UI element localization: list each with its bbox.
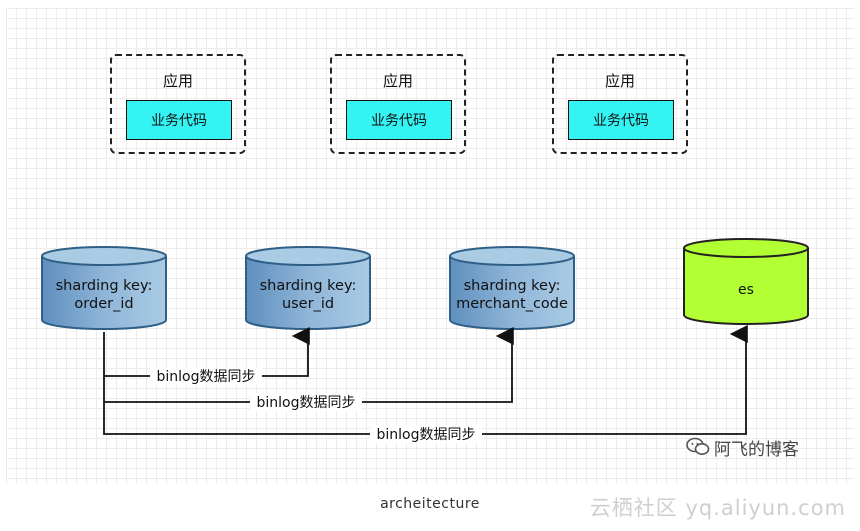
wechat-account-watermark: 阿飞的博客 bbox=[686, 434, 799, 460]
diagram-svg: sharding key: order_id sharding key: use… bbox=[41, 238, 809, 443]
db-label-line2: merchant_code bbox=[456, 296, 568, 312]
db-label-line2: user_id bbox=[282, 296, 334, 312]
business-code-box: 业务代码 bbox=[126, 100, 232, 140]
db-label-es: es bbox=[738, 282, 754, 298]
diagram-canvas: 应用 业务代码 应用 业务代码 应用 业务代码 sharding key: or… bbox=[6, 8, 854, 484]
database-es: es bbox=[683, 238, 809, 325]
wechat-icon bbox=[686, 437, 710, 455]
db-label-line1: sharding key: bbox=[56, 278, 153, 294]
sync-label-user: binlog数据同步 bbox=[157, 369, 256, 385]
app-box-2: 应用 业务代码 bbox=[330, 54, 466, 154]
db-label-line2: order_id bbox=[74, 296, 133, 312]
business-code-box: 业务代码 bbox=[346, 100, 452, 140]
site-watermark: 云栖社区 yq.aliyun.com bbox=[589, 496, 846, 520]
database-merchant: sharding key: merchant_code bbox=[449, 246, 575, 330]
sync-label-merchant: binlog数据同步 bbox=[257, 395, 356, 411]
business-code-box: 业务代码 bbox=[568, 100, 674, 140]
database-order: sharding key: order_id bbox=[41, 246, 167, 330]
sync-line-merchant bbox=[104, 327, 514, 403]
app-box-1: 应用 业务代码 bbox=[110, 54, 246, 154]
wechat-account-name: 阿飞的博客 bbox=[714, 439, 799, 460]
figure-caption: archeitecture bbox=[380, 496, 480, 512]
app-box-3: 应用 业务代码 bbox=[552, 54, 688, 154]
database-user: sharding key: user_id bbox=[245, 246, 371, 330]
db-label-line1: sharding key: bbox=[260, 278, 357, 294]
app-title: 应用 bbox=[604, 72, 635, 90]
db-label-line1: sharding key: bbox=[464, 278, 561, 294]
sync-label-es: binlog数据同步 bbox=[377, 427, 476, 443]
app-title: 应用 bbox=[162, 72, 193, 90]
app-title: 应用 bbox=[382, 72, 413, 90]
